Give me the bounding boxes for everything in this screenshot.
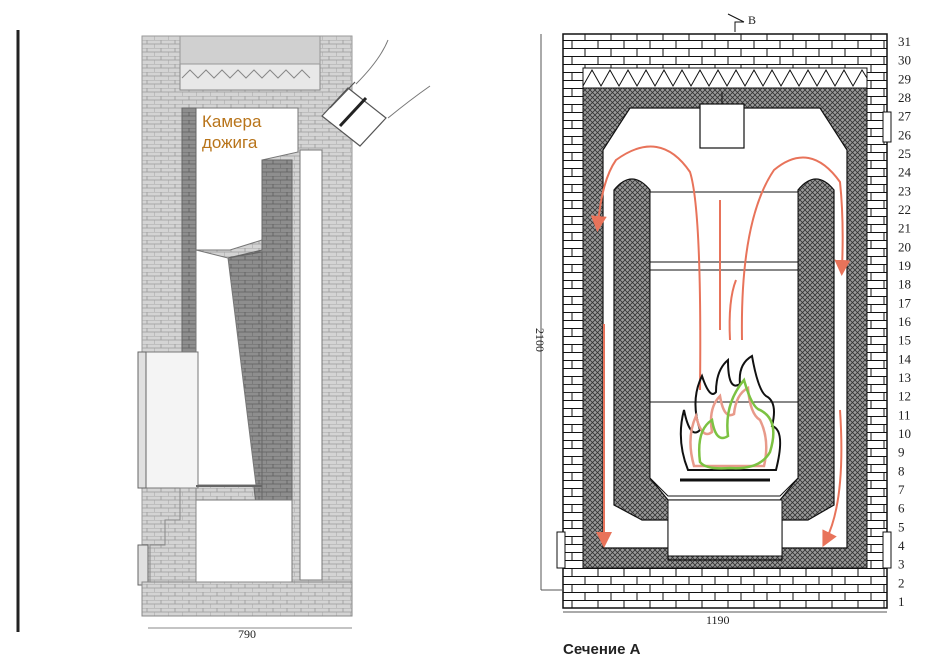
flow-arrow-left-loop: [590, 145, 702, 391]
row-number-scale: 1234567891011121314151617181920212223242…: [898, 34, 912, 609]
width-dim: 1190: [706, 613, 730, 627]
row-number: 5: [898, 519, 905, 534]
row-number: 4: [898, 538, 905, 553]
row-number: 1: [898, 594, 905, 609]
row-number: 2: [898, 575, 905, 590]
flame-outline: [679, 354, 782, 471]
row-number: 24: [898, 165, 912, 180]
row-number: 11: [898, 407, 911, 422]
right-firebox-cavity: [649, 191, 799, 497]
left-width-dim: 790: [238, 627, 256, 641]
row-number: 9: [898, 445, 905, 460]
row-number: 7: [898, 482, 905, 497]
right-insulation-zigzag: [582, 68, 868, 88]
right-insulation-band: [582, 67, 868, 89]
row-number: 25: [898, 146, 911, 161]
right-side-fitting-upper: [882, 111, 892, 143]
flow-line-center-b: [728, 279, 737, 341]
top-marker-label: В: [748, 13, 756, 27]
row-number: 13: [898, 370, 911, 385]
right-side-fitting-right: [882, 531, 892, 569]
row-number: 22: [898, 202, 911, 217]
row-number: 27: [898, 109, 912, 124]
left-rear-channel: [299, 149, 323, 581]
right-chimney-opening: [699, 103, 745, 149]
flame-green: [698, 377, 775, 470]
row-number: 29: [898, 71, 911, 86]
row-number: 23: [898, 183, 911, 198]
row-number: 15: [898, 333, 911, 348]
row-number: 21: [898, 221, 911, 236]
left-ashpit: [195, 499, 293, 583]
flow-arrow-right-down: [822, 409, 843, 548]
row-number: 28: [898, 90, 911, 105]
left-side-view: Камера дожига 790: [16, 30, 431, 641]
left-firebox-front: [141, 351, 199, 489]
left-door-upper: [137, 351, 147, 489]
row-number: 18: [898, 277, 911, 292]
row-number: 3: [898, 557, 905, 572]
flame-sketch: [679, 354, 782, 471]
row-number: 6: [898, 501, 905, 516]
row-number: 26: [898, 127, 912, 142]
row-number: 8: [898, 463, 905, 478]
chamber-label-line2: дожига: [202, 133, 258, 152]
row-number: 10: [898, 426, 911, 441]
flame-pink: [689, 386, 768, 468]
row-number: 17: [898, 295, 912, 310]
right-ash-chamber: [667, 499, 783, 557]
row-number: 16: [898, 314, 912, 329]
flow-arrows: [590, 145, 851, 548]
row-number: 19: [898, 258, 911, 273]
left-top-cap: [179, 35, 321, 65]
left-chamber-wall-left: [181, 107, 197, 354]
right-section-view: В 2100 1190 Сечение А 123456789101112131…: [533, 13, 912, 658]
top-marker-arrow: [727, 13, 745, 32]
left-top-insulation: [179, 63, 321, 91]
row-number: 30: [898, 53, 911, 68]
right-side-fitting-left: [556, 531, 566, 569]
row-number: 31: [898, 34, 911, 49]
flow-arrow-right-loop: [740, 156, 851, 341]
left-top-zigzag: [181, 69, 311, 79]
left-ashpit-steps: [149, 487, 197, 583]
height-dim: 2100: [533, 328, 547, 352]
left-ashpit-door: [137, 544, 149, 586]
row-number: 12: [898, 389, 911, 404]
row-number: 14: [898, 351, 912, 366]
chamber-label-line1: Камера: [202, 112, 262, 131]
section-caption: Сечение А: [563, 641, 641, 658]
left-chimney-pipe: [321, 39, 431, 147]
row-number: 20: [898, 239, 911, 254]
left-bottom-slab: [141, 581, 353, 617]
